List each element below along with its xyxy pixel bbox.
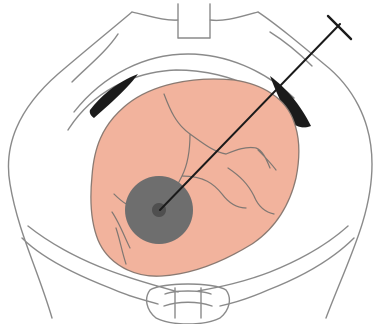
diagram-stage — [0, 0, 376, 324]
pelvic-diagram — [0, 0, 376, 324]
